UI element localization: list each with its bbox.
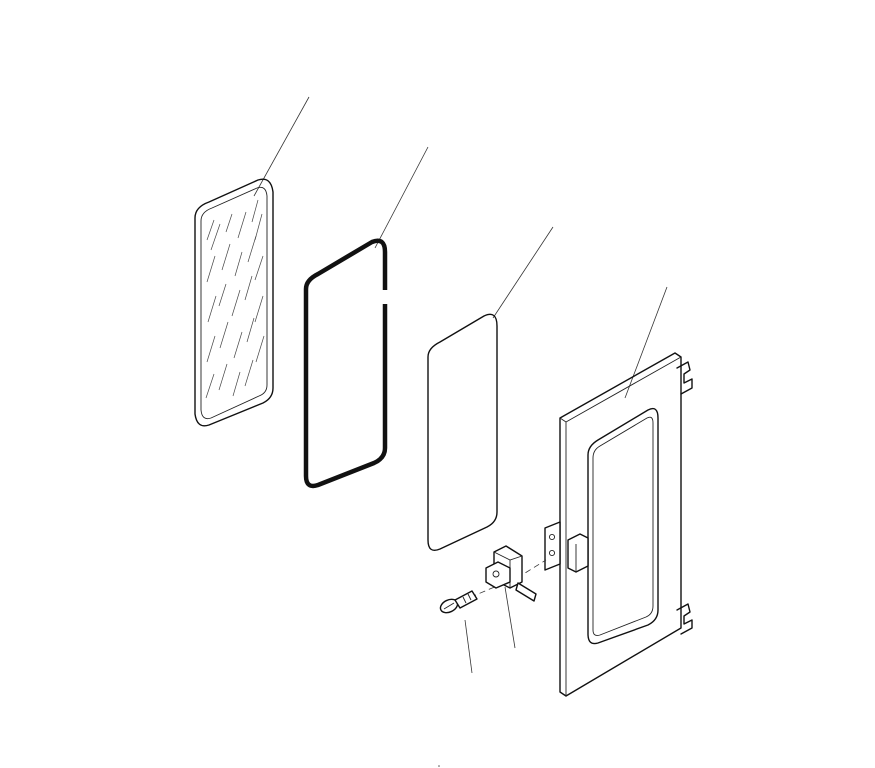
door-frame-icon [544,352,693,697]
bolt-icon [439,590,478,614]
glass-reflection-marks [205,199,265,399]
rubber-seal-icon [303,238,390,489]
door-latch-plate-icon [544,521,589,573]
hinge-top-icon [676,361,693,395]
leader-line-glass [253,96,310,197]
leader-lines [253,96,668,674]
leader-line-door [624,286,668,399]
hinge-bottom-icon [676,603,693,635]
latch-bracket-icon [485,545,537,602]
scan-speck [438,765,440,767]
leader-line-bolt [464,619,473,674]
flat-panel-icon [427,313,498,552]
leader-line-seal [374,146,429,249]
leader-line-panel [492,226,554,319]
leader-line-latch [504,586,516,649]
glass-pane-icon [194,178,274,427]
